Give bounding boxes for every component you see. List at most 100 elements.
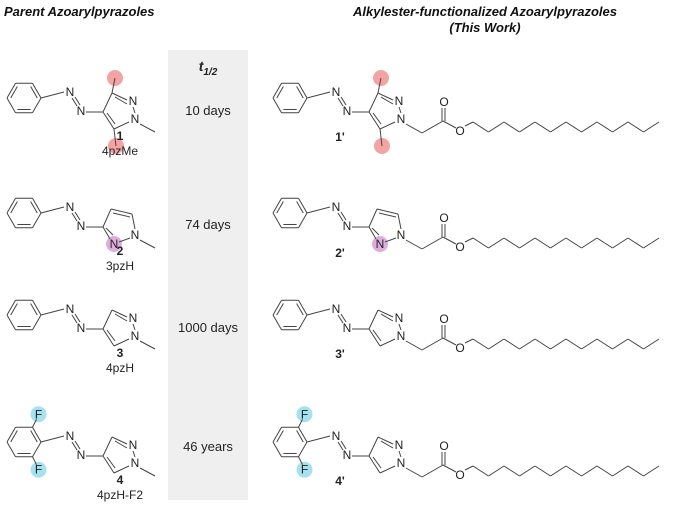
atom-label: N <box>397 112 406 126</box>
bond <box>612 237 629 249</box>
bond <box>10 86 18 99</box>
bond <box>565 121 582 133</box>
bond <box>30 303 38 316</box>
compound-number: 3' <box>335 347 345 361</box>
atom-label: F <box>301 463 308 477</box>
highlight-circle <box>30 461 47 478</box>
bond <box>71 314 78 324</box>
highlight-circle <box>296 406 313 423</box>
bond <box>596 237 613 249</box>
bond <box>74 96 81 106</box>
bond <box>272 427 282 443</box>
atom-label: N <box>343 219 352 233</box>
bond <box>337 314 344 324</box>
atom-label: O <box>439 312 448 326</box>
bond <box>32 83 42 99</box>
atom-label: N <box>397 228 406 242</box>
bond <box>442 236 457 245</box>
compound-number: 1' <box>335 130 345 144</box>
atom-label: N <box>110 237 119 251</box>
bond <box>113 128 117 147</box>
bond <box>377 436 394 445</box>
bond <box>596 465 613 477</box>
bond <box>565 338 582 350</box>
bond <box>380 313 394 322</box>
bond <box>30 86 38 99</box>
bond <box>6 212 16 228</box>
bond <box>472 338 489 350</box>
bond <box>139 340 156 350</box>
bond <box>114 96 128 105</box>
bond <box>298 83 308 99</box>
atom-label: N <box>129 311 138 325</box>
bond <box>106 112 116 125</box>
bond <box>643 237 660 249</box>
compound-name: 4pzH <box>106 361 134 375</box>
bond <box>340 96 347 106</box>
bond <box>372 456 382 469</box>
bond <box>337 97 344 107</box>
bond <box>503 465 520 477</box>
bond <box>627 121 644 133</box>
bond <box>488 338 505 350</box>
bond <box>74 313 81 323</box>
bond <box>276 303 284 316</box>
atom-label: N <box>131 228 140 242</box>
bond <box>272 83 282 99</box>
bond <box>340 211 347 221</box>
bond <box>380 440 394 449</box>
bond <box>131 213 136 230</box>
half-life-4: 46 years <box>183 439 233 454</box>
bond <box>488 237 505 249</box>
bond <box>534 465 551 477</box>
bond <box>113 121 130 130</box>
bond <box>337 212 344 222</box>
bond <box>627 237 644 249</box>
bond <box>464 237 474 243</box>
parent-header: Parent Azoarylpyrazoles <box>4 4 155 19</box>
bond <box>32 456 37 465</box>
bond <box>102 328 115 347</box>
bond <box>6 83 16 99</box>
bond <box>32 212 42 228</box>
bond <box>298 441 308 457</box>
bond <box>379 128 383 147</box>
atom-label: N <box>131 112 140 126</box>
bond <box>384 237 397 243</box>
compound-number: 4 <box>117 473 124 487</box>
bond <box>111 436 128 445</box>
bond <box>472 121 489 133</box>
bond <box>298 419 303 428</box>
bond <box>298 314 308 330</box>
bond <box>581 121 598 133</box>
bond <box>612 121 629 133</box>
atom-label: O <box>439 95 448 109</box>
ester-header-line2: (This Work) <box>449 20 521 35</box>
bond <box>40 435 65 443</box>
bond <box>379 465 396 474</box>
bond <box>421 337 444 351</box>
bond <box>298 212 308 228</box>
bond <box>340 313 347 323</box>
bond <box>377 92 394 101</box>
bond <box>6 198 16 214</box>
bond <box>113 338 130 347</box>
bond <box>519 121 536 133</box>
bond <box>472 465 489 477</box>
bond <box>442 120 457 129</box>
bond <box>565 465 582 477</box>
bond <box>111 92 128 101</box>
bond <box>397 213 402 230</box>
compound-number: 3 <box>117 346 124 360</box>
half-life-symbol: t <box>198 58 204 74</box>
half-life-3: 1000 days <box>178 320 238 335</box>
bond <box>102 208 112 228</box>
bond <box>139 467 156 477</box>
bond <box>378 212 397 218</box>
bond <box>405 467 423 478</box>
bond <box>581 465 598 477</box>
atom-label: N <box>343 321 352 335</box>
bond <box>565 237 582 249</box>
